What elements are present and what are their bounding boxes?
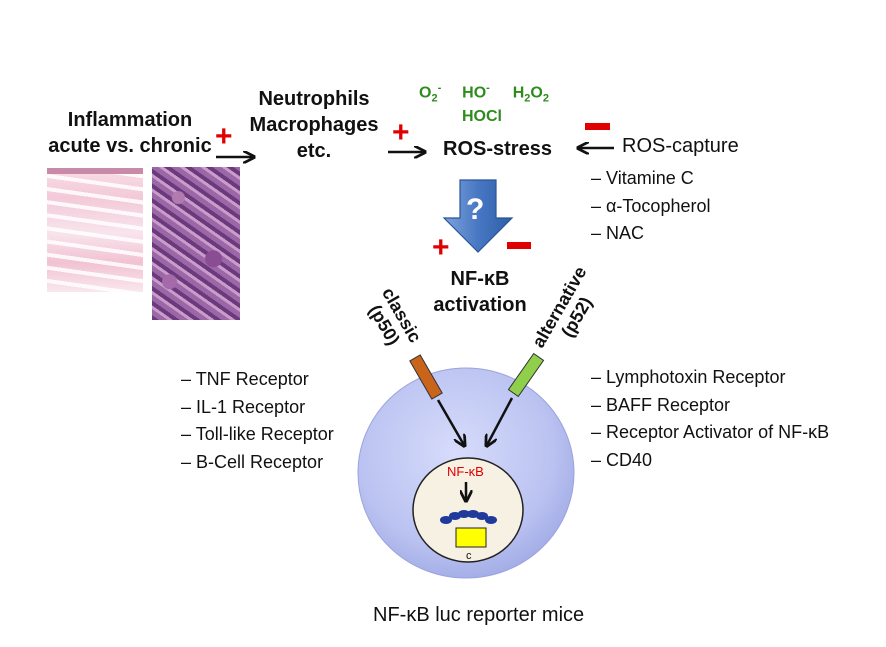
list-item: – Lymphotoxin Receptor (591, 367, 786, 387)
ros-species-hocl: HOCl (462, 108, 502, 125)
tissue-image-chronic (152, 167, 240, 320)
classic-signal-arrow (436, 399, 464, 445)
reporter-letter: c (466, 550, 472, 562)
list-item: – B-Cell Receptor (181, 451, 324, 472)
classic-receptor-bar (409, 354, 443, 400)
list-item: – Toll-like Receptor (181, 424, 334, 444)
nucleus (412, 457, 524, 563)
plus-sign-cells: + (392, 116, 410, 149)
nfkb-activation-line1: NF-κB (450, 268, 510, 290)
caption: NF-κB luc reporter mice (373, 604, 585, 626)
ros-stress-label: ROS-stress (443, 138, 552, 160)
tissue-image-acute (47, 168, 143, 292)
question-mark: ? (466, 193, 485, 226)
dna-icon (440, 510, 497, 524)
inflammation-label: Inflammation acute vs. chronic (30, 107, 230, 159)
big-down-arrow-icon (442, 179, 514, 253)
list-item: – Vitamine C (591, 168, 694, 188)
minus-sign-capture (585, 123, 610, 130)
nfkb-activation-line2: activation (433, 294, 527, 316)
list-item: – NAC (591, 223, 645, 243)
nfkb-activation-label: NF-κB activation (410, 266, 550, 318)
list-item: – α-Tocopherol (591, 195, 711, 216)
cells-line3: etc. (296, 140, 332, 162)
ros-species-row1: O2- HO- H2O2 (419, 82, 549, 105)
plus-sign-inflammation: + (215, 120, 233, 153)
list-item: – Receptor Activator of NF-κB (591, 422, 830, 442)
classic-receptors-list: – TNF Receptor – IL-1 Receptor – Toll-li… (181, 366, 334, 476)
list-item: – CD40 (591, 449, 653, 470)
inflammation-line2: acute vs. chronic (48, 135, 212, 157)
immune-cells-label: Neutrophils Macrophages etc. (240, 86, 388, 164)
inflammation-line1: Inflammation (67, 109, 193, 131)
minus-sign-activation (507, 242, 531, 249)
cells-line1: Neutrophils (258, 88, 370, 110)
plus-sign-activation: + (432, 231, 450, 264)
cells-line2: Macrophages (249, 114, 379, 136)
luciferase-reporter-box (455, 527, 487, 548)
alternative-receptors-list: – Lymphotoxin Receptor – BAFF Receptor –… (591, 364, 829, 474)
ros-capture-title: ROS-capture (622, 135, 739, 157)
alternative-receptor-bar (507, 352, 545, 398)
list-item: – IL-1 Receptor (181, 396, 306, 417)
ros-capture-list: – Vitamine C – α-Tocopherol – NAC (591, 165, 710, 248)
alternative-signal-arrow (487, 397, 514, 445)
nucleus-nfkb-label: NF-κB (447, 464, 484, 479)
list-item: – BAFF Receptor (591, 394, 731, 415)
list-item: – TNF Receptor (181, 369, 309, 389)
